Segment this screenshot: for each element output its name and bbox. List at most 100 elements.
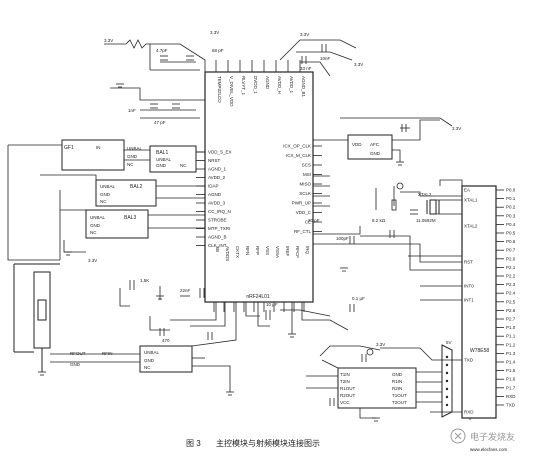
db9-connector xyxy=(441,344,453,418)
rf-port-rfin: RFIN xyxy=(102,351,113,356)
rf-chip-left-pins: VDD_S_EXNRSTAGND_1AVDD_2IDAPAGNDAVDD_3CC… xyxy=(196,150,232,248)
ground-symbols xyxy=(38,83,404,422)
supply-5v: 5V xyxy=(446,340,452,345)
rf-chip-pin-top: AVDD_H xyxy=(277,76,282,94)
watermark-logo-icon xyxy=(450,428,466,444)
balun-bal1-pin-gnd: GND xyxy=(156,163,167,168)
max232-pin: T1OUT xyxy=(392,393,407,398)
rf-chip-pin-top: V_DIVEL_VDD xyxy=(229,76,234,107)
mcu-pin-right: P2.1 xyxy=(506,265,516,270)
passive-value-label: 47 pF xyxy=(154,120,166,125)
max232-pin: VCC xyxy=(340,400,350,405)
balun-bal1-ref: BAL1 xyxy=(156,150,168,156)
balun-bal2-ref: BAL2 xyxy=(130,184,142,190)
balun-bal2-pin-gnd: GND xyxy=(100,192,111,197)
passive-value-label: 22nF xyxy=(180,288,191,293)
oscillator-gnd: GND xyxy=(370,151,381,156)
rf-chip-pin-bottom: AVDDS xyxy=(225,246,230,261)
max232-pin: T2OUT xyxy=(392,400,407,405)
rf-port-nc: NC xyxy=(144,365,151,370)
watermark: 电子发烧友 www.elecfans.com xyxy=(450,428,515,452)
mcu-pin-right: P2.2 xyxy=(506,274,516,279)
passive-value-label: 20 pF xyxy=(308,218,320,223)
rf-chip-pin-top: RLVYT_1 xyxy=(241,76,246,96)
rf-chip-pin-left: STROBE xyxy=(208,218,227,223)
crystal: XTAL2 11.0592M xyxy=(416,192,440,223)
filter-gf1-pin-unbal: UNBAL xyxy=(127,146,143,151)
passive-value-label: 10 μF xyxy=(266,302,278,307)
antenna-switch xyxy=(13,263,60,372)
mcu-pin-right: P0.3 xyxy=(506,213,516,218)
passive-value-label: 1.5K xyxy=(140,278,149,283)
rf-chip: nRF24L01 xyxy=(204,71,314,303)
rf-chip-pin-top: TEMP32LCO xyxy=(217,76,222,103)
rf-chip-pin-left: CC_IRQ_N xyxy=(208,209,231,214)
rf-chip-pin-bottom: VSS xyxy=(265,246,270,255)
mcu-pin-right: P2.0 xyxy=(506,256,516,261)
mcu-pin-right: P1.6 xyxy=(506,377,516,382)
passive-value-label: 0.1 μF xyxy=(352,296,365,301)
mcu-pin-right: P2.4 xyxy=(506,291,516,296)
rf-chip-pin-bottom: VSSA xyxy=(275,246,280,258)
rf-port-block: UNBAL GND NC RFOUT RFIN GND xyxy=(70,345,193,373)
mcu-pin-left: EA xyxy=(464,188,470,193)
rf-chip-pin-left: AVDD_2 xyxy=(208,175,226,180)
filter-gf1-pin-nc: NC xyxy=(127,162,134,167)
balun-bal3-pin-nc: NC xyxy=(90,230,97,235)
max232-pin: T1IN xyxy=(340,372,350,377)
rf-chip-pin-left: AVDD_3 xyxy=(208,201,226,206)
crystal-value: 11.0592M xyxy=(416,218,436,223)
filter-gf1-pin-in: IN xyxy=(96,145,101,150)
passive-parts xyxy=(129,44,418,406)
passive-value-label: 33 nF xyxy=(300,66,312,71)
balun-bal2: BAL2 UNBAL GND NC xyxy=(95,179,157,207)
passive-value-label: 10nF xyxy=(320,56,331,61)
oscillator-vdd: VDD xyxy=(352,142,362,147)
mcu-pin-right: P1.2 xyxy=(506,342,516,347)
mcu-pin-right: P2.5 xyxy=(506,299,516,304)
mcu-pin-right: P1.0 xyxy=(506,325,516,330)
mcu-right-pins: P0.0P0.1P0.2P0.3P0.4P0.5P0.6P0.7P2.0P2.1… xyxy=(496,188,516,408)
mcu-pin-right: P0.2 xyxy=(506,205,516,210)
rf-chip-pin-bottom: RFN xyxy=(245,246,250,255)
rf-chip-pin-right: CE xyxy=(305,220,311,225)
max232-pin: T2IN xyxy=(340,379,350,384)
rf-chip-pin-bottom: CKTX xyxy=(235,246,240,258)
rf-chip-part: nRF24L01 xyxy=(246,294,270,300)
mcu-pin-right: P0.0 xyxy=(506,188,516,193)
rf-chip-pin-right: SCS xyxy=(302,163,311,168)
rf-chip-pin-left: MTP_TXRI xyxy=(208,226,230,231)
max232-pin: R2OUT xyxy=(340,393,356,398)
passive-value-label: 4.7pF xyxy=(156,48,168,53)
balun-bal1: BAL1 UNBAL GND NC xyxy=(149,145,197,173)
balun-bal2-pin-nc: NC xyxy=(100,199,107,204)
mcu-pin-right: P1.1 xyxy=(506,334,516,339)
mcu-pin-left: INT1 xyxy=(464,298,474,303)
rf-port-gnd-left: GND xyxy=(70,362,81,367)
wiring xyxy=(7,39,471,420)
mcu-pin-left: XTAL1 xyxy=(464,198,478,203)
rf-chip-pin-bottom: IREF xyxy=(285,246,290,257)
rf-chip-pin-right: SCLK xyxy=(299,191,311,196)
supply-3v3-b: 3.3V xyxy=(210,30,219,35)
crystal-ref: XTAL2 xyxy=(418,192,432,197)
balun-bal3: BAL3 UNBAL GND NC xyxy=(85,209,149,239)
max232-pins: T1INT2INR1OUTR2OUTVCCGNDR1INR2INT1OUTT2O… xyxy=(340,372,407,405)
max232-pin: GND xyxy=(392,372,403,377)
supply-3v3-d: 3.3V xyxy=(354,62,363,67)
rf-chip-pin-left: AGND_1 xyxy=(208,167,227,172)
balun-bal2-pin-unbal: UNBAL xyxy=(100,184,116,189)
mcu-pin-right: P1.4 xyxy=(506,360,516,365)
rf-chip-pin-bottom: RFCF xyxy=(295,246,300,258)
passive-value-label: 8.2 kΩ xyxy=(372,218,386,223)
mcu-part: W78E58 xyxy=(470,348,489,354)
mcu-pin-right: P2.7 xyxy=(506,317,516,322)
mcu-pin-right: P1.3 xyxy=(506,351,516,356)
mcu-pin-left: RST xyxy=(464,260,473,265)
rf-chip-pin-right: VDD_C xyxy=(296,210,312,215)
rf-chip-pin-left: VDD_S_EX xyxy=(208,150,232,155)
mcu-pin-left: TXD xyxy=(464,358,474,363)
mcu-pin-right: P2.3 xyxy=(506,282,516,287)
